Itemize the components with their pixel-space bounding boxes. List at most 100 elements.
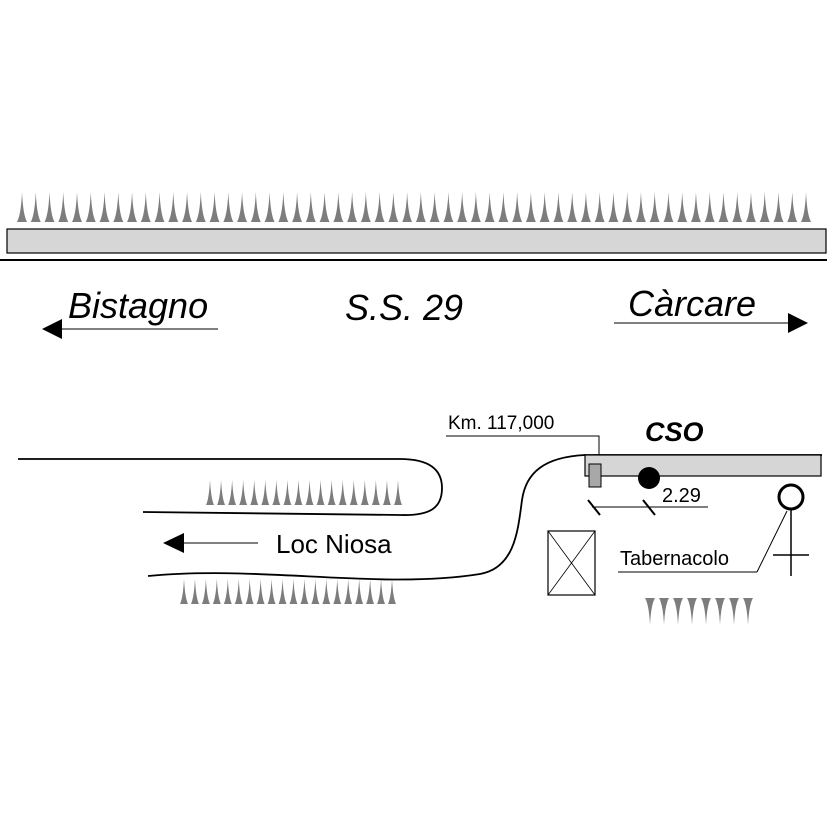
km-label: Km. 117,000 — [448, 413, 554, 434]
vegetation-spike — [44, 192, 55, 222]
vegetation-spike — [140, 192, 151, 222]
vegetation-spike — [267, 579, 276, 604]
vegetation-spike — [673, 598, 683, 625]
vegetation-spike — [294, 480, 303, 505]
carcare-arrow-icon — [788, 313, 808, 333]
km-post-marker — [588, 463, 602, 488]
tabernacolo-icon — [777, 483, 805, 511]
vegetation-spike — [663, 192, 674, 222]
vegetation-spike — [635, 192, 646, 222]
vegetation-spike — [377, 579, 386, 604]
vegetation-spike — [553, 192, 564, 222]
vegetation-spike — [245, 579, 254, 604]
vegetation-spike — [223, 192, 234, 222]
vegetation-spike — [677, 192, 688, 222]
vegetation-spike — [182, 192, 193, 222]
vegetation-spike — [443, 192, 454, 222]
vegetation-spike — [429, 192, 440, 222]
vegetation-spike — [154, 192, 165, 222]
vegetation-spike — [347, 192, 358, 222]
vegetation-spike — [732, 192, 743, 222]
vegetation-spike — [261, 480, 270, 505]
carcare-label: Càrcare — [628, 283, 756, 324]
vegetation-spike — [498, 192, 509, 222]
tabernacolo-spike-row — [645, 598, 753, 625]
vegetation-spike — [649, 192, 660, 222]
vegetation-spike — [512, 192, 523, 222]
loc-niosa-arrow-icon — [163, 533, 184, 553]
vegetation-spike — [99, 192, 110, 222]
vegetation-spike — [801, 192, 811, 222]
vegetation-spike — [539, 192, 550, 222]
vegetation-spike — [319, 192, 330, 222]
vegetation-spike — [415, 192, 426, 222]
vegetation-spike — [201, 579, 210, 604]
vegetation-spike — [127, 192, 138, 222]
bistagno-label: Bistagno — [68, 285, 208, 326]
vegetation-spike — [278, 579, 287, 604]
cso-verge-bar — [584, 454, 822, 477]
vegetation-spike — [311, 579, 320, 604]
vegetation-spike — [608, 192, 619, 222]
vegetation-spike — [195, 192, 206, 222]
vegetation-spike — [366, 579, 375, 604]
tabernacolo-label: Tabernacolo — [620, 548, 729, 570]
vegetation-spike — [484, 192, 495, 222]
vegetation-spike — [113, 192, 124, 222]
vegetation-spike — [360, 192, 371, 222]
bistagno-arrow-icon — [42, 319, 62, 339]
vegetation-spike — [729, 598, 739, 625]
vegetation-spike — [645, 598, 655, 625]
vegetation-spike — [209, 192, 220, 222]
vegetation-spike — [322, 579, 331, 604]
vegetation-spike — [525, 192, 536, 222]
vegetation-spike — [457, 192, 468, 222]
vegetation-spike — [206, 480, 214, 505]
lower-spike-row — [180, 579, 396, 604]
vegetation-spike — [394, 480, 402, 505]
vegetation-spike — [382, 480, 391, 505]
tabernacolo-leader-line — [756, 510, 788, 573]
vegetation-spike — [687, 598, 697, 625]
vegetation-spike — [228, 480, 237, 505]
vegetation-spike — [470, 192, 481, 222]
vegetation-spike — [701, 598, 711, 625]
vegetation-spike — [234, 579, 243, 604]
vegetation-spike — [217, 480, 226, 505]
road-verge-bar — [6, 228, 827, 254]
vegetation-spike — [745, 192, 756, 222]
cso-label: CSO — [645, 417, 704, 447]
vegetation-spike — [715, 598, 725, 625]
vegetation-spike — [580, 192, 591, 222]
vegetation-spike — [773, 192, 784, 222]
vegetation-spike — [283, 480, 292, 505]
inner-spike-row — [206, 480, 402, 505]
vegetation-spike — [305, 480, 314, 505]
vegetation-spike — [743, 598, 753, 625]
vegetation-spike — [327, 480, 336, 505]
vegetation-spike — [278, 192, 289, 222]
vegetation-spike — [212, 579, 221, 604]
vegetation-spike — [72, 192, 83, 222]
vegetation-spike — [17, 192, 27, 222]
vegetation-spike — [85, 192, 96, 222]
vegetation-spike — [759, 192, 770, 222]
vegetation-spike — [300, 579, 309, 604]
vegetation-spike — [292, 192, 303, 222]
vegetation-spike — [256, 579, 265, 604]
vegetation-spike — [344, 579, 353, 604]
vegetation-spike — [388, 192, 399, 222]
km-leader-line — [446, 435, 600, 464]
vegetation-spike — [360, 480, 369, 505]
vegetation-spike — [272, 480, 281, 505]
vegetation-spike — [30, 192, 41, 222]
vegetation-spike — [168, 192, 179, 222]
vegetation-spike — [237, 192, 248, 222]
vegetation-spike — [388, 579, 396, 604]
vegetation-spike — [250, 480, 259, 505]
vegetation-spike — [239, 480, 248, 505]
cso-point-icon — [638, 467, 660, 489]
vegetation-spike — [659, 598, 669, 625]
distance-tick-right — [642, 499, 656, 516]
